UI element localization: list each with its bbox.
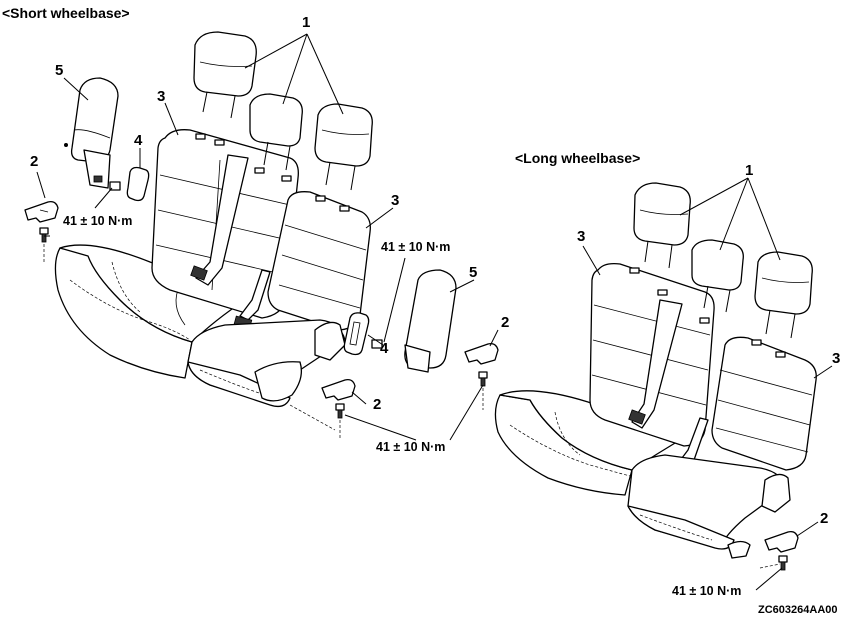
callout-armrest-short-left: 5	[55, 62, 64, 79]
torque-short-bottom: 41 ± 10 N·m	[376, 440, 446, 454]
bracket-right-short	[464, 342, 499, 365]
callout-seatback-long-right: 3	[832, 350, 841, 367]
callout-armrest-short-right: 5	[469, 264, 478, 281]
seat-cushion-top-left	[59, 244, 246, 343]
headrest-long-2	[691, 239, 744, 313]
callout-bracket-short-center: 2	[373, 396, 382, 413]
bracket-left-short	[24, 200, 59, 223]
long-wheelbase-assembly	[494, 177, 833, 591]
callout-seatback-short-left: 3	[157, 88, 166, 105]
seatback-right-long	[711, 336, 817, 471]
callout-headrest-short: 1	[302, 14, 311, 31]
callout-bracket-long: 2	[820, 510, 829, 527]
callout-seatback-short-right: 3	[391, 192, 400, 209]
torque-short-mid: 41 ± 10 N·m	[381, 240, 451, 254]
cover-left-short	[126, 166, 150, 202]
short-wheelbase-heading: <Short wheelbase>	[2, 5, 130, 21]
torque-long: 41 ± 10 N·m	[672, 584, 742, 598]
callout-headrest-long: 1	[745, 162, 754, 179]
long-wheelbase-heading: <Long wheelbase>	[515, 150, 641, 166]
bracket-center-short	[321, 378, 356, 401]
headrest-short-1	[193, 31, 257, 119]
callout-seatback-long-left: 3	[577, 228, 586, 245]
callout-cover-short-left: 4	[134, 132, 143, 149]
armrest-left-short	[70, 77, 119, 163]
seatbelt-long	[631, 299, 683, 429]
callout-bracket-short-right: 2	[501, 314, 510, 331]
headrest-short-3	[314, 103, 373, 191]
headrest-short-2	[249, 93, 303, 171]
seatbelt-short	[195, 154, 249, 286]
callout-bracket-short-left: 2	[30, 153, 39, 170]
bracket-long	[764, 530, 799, 553]
torque-short-left: 41 ± 10 N·m	[63, 214, 133, 228]
figure-code: ZC603264AA00	[758, 604, 838, 616]
callout-cover-short-right: 4	[380, 340, 389, 357]
short-wheelbase-assembly	[24, 31, 499, 441]
headrest-long-3	[754, 251, 813, 339]
headrest-long-1	[633, 182, 691, 269]
